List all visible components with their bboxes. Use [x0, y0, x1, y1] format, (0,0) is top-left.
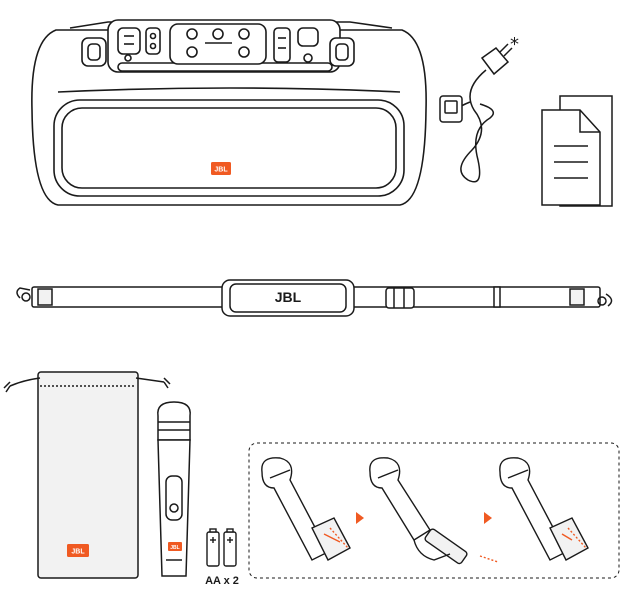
battery-icon	[206, 528, 237, 567]
speaker-icon	[31, 19, 427, 206]
battery-insertion-steps-icon	[248, 442, 620, 579]
pouch-logo-badge: JBL	[67, 544, 89, 557]
step-2-microphone	[369, 457, 499, 565]
step-3-microphone	[499, 457, 589, 561]
step-1-microphone	[261, 457, 351, 561]
power-cord-icon	[439, 43, 513, 183]
speaker-logo-text: JBL	[214, 167, 228, 174]
step-arrow-2	[484, 512, 492, 524]
shoulder-strap-icon	[16, 279, 613, 317]
strap-logo-text: JBL	[275, 289, 302, 305]
microphone-logo-text: JBL	[170, 545, 179, 551]
microphone-logo-badge: JBL	[168, 542, 182, 551]
carry-pouch-icon	[3, 371, 171, 579]
power-cord-note-mark: *	[510, 34, 519, 55]
battery-label: AA x 2	[205, 575, 239, 587]
step-arrow-1	[356, 512, 364, 524]
speaker-logo-badge: JBL	[211, 162, 231, 175]
document-icon	[541, 95, 613, 207]
pouch-logo-text: JBL	[71, 549, 85, 556]
wireless-microphone-icon	[157, 401, 191, 577]
